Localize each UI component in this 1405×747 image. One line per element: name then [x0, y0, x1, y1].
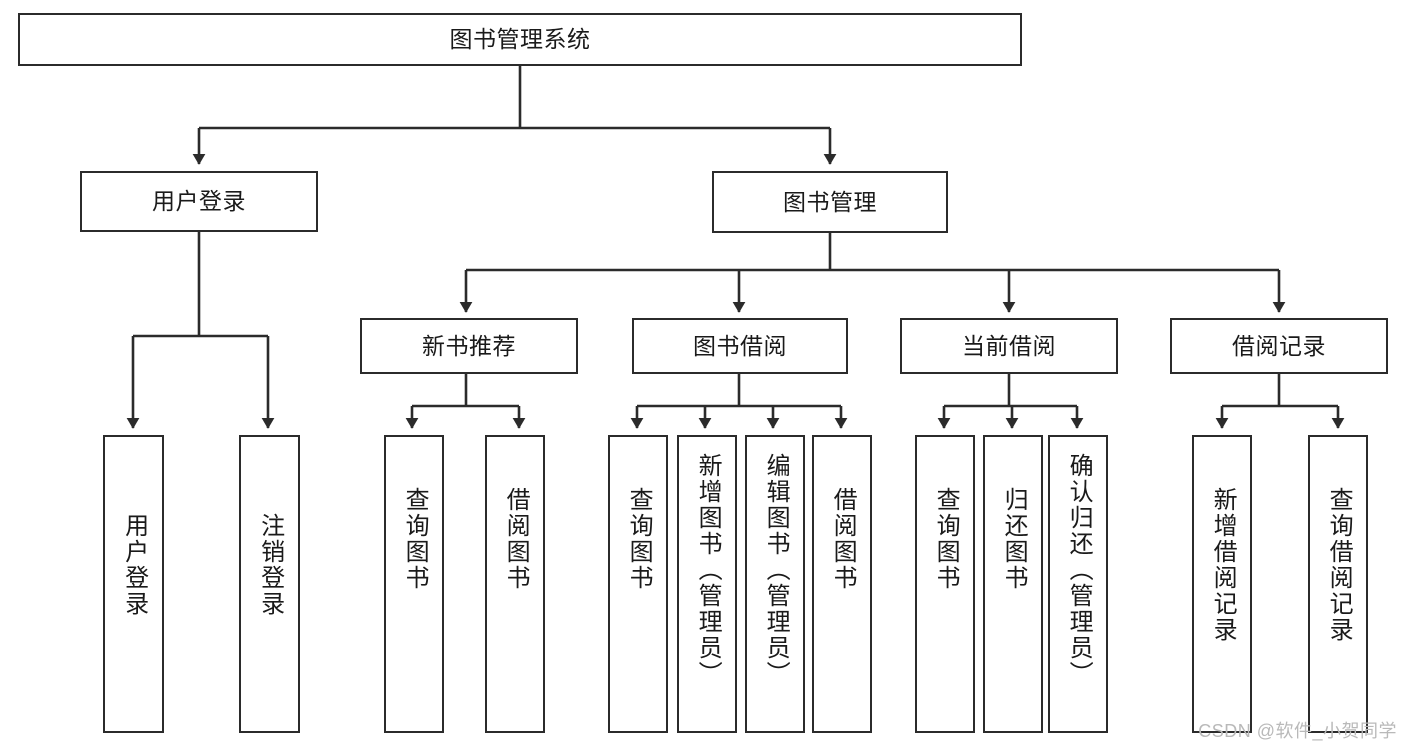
node-leaf-return-book-label: 归还图书: [1000, 487, 1028, 591]
node-new-book-recommend[interactable]: 新书推荐: [360, 318, 578, 374]
node-leaf-query-record-label: 查询借阅记录: [1325, 487, 1353, 643]
node-leaf-query-book-2-label: 查询图书: [625, 487, 653, 591]
node-leaf-edit-book-label: 编辑图书（管理员）: [762, 453, 790, 687]
node-leaf-add-book-label: 新增图书（管理员）: [694, 453, 722, 687]
node-user-login-label: 用户登录: [152, 188, 246, 215]
node-leaf-user-login[interactable]: 用户登录: [103, 435, 164, 733]
node-borrow-record-label: 借阅记录: [1232, 332, 1326, 359]
node-leaf-add-record-label: 新增借阅记录: [1209, 487, 1237, 643]
node-leaf-return-book[interactable]: 归还图书: [983, 435, 1043, 733]
node-root[interactable]: 图书管理系统: [18, 13, 1022, 66]
node-leaf-logout[interactable]: 注销登录: [239, 435, 300, 733]
node-leaf-query-record[interactable]: 查询借阅记录: [1308, 435, 1368, 733]
node-leaf-confirm-return[interactable]: 确认归还（管理员）: [1048, 435, 1108, 733]
node-book-management-label: 图书管理: [783, 188, 877, 215]
node-leaf-confirm-return-label: 确认归还（管理员）: [1065, 453, 1093, 687]
node-leaf-borrow-book-2[interactable]: 借阅图书: [812, 435, 872, 733]
node-leaf-add-record[interactable]: 新增借阅记录: [1192, 435, 1252, 733]
node-book-borrow[interactable]: 图书借阅: [632, 318, 848, 374]
node-root-label: 图书管理系统: [449, 26, 591, 53]
node-leaf-borrow-book-1-label: 借阅图书: [502, 487, 530, 591]
node-leaf-query-book-3[interactable]: 查询图书: [915, 435, 975, 733]
node-current-borrow-label: 当前借阅: [962, 332, 1056, 359]
node-current-borrow[interactable]: 当前借阅: [900, 318, 1118, 374]
node-borrow-record[interactable]: 借阅记录: [1170, 318, 1388, 374]
node-leaf-logout-label: 注销登录: [256, 513, 284, 617]
node-book-borrow-label: 图书借阅: [693, 332, 787, 359]
node-new-book-recommend-label: 新书推荐: [422, 332, 516, 359]
node-user-login[interactable]: 用户登录: [80, 171, 318, 232]
watermark-text: CSDN @软件_小贺同学: [1198, 721, 1397, 741]
node-leaf-borrow-book-1[interactable]: 借阅图书: [485, 435, 545, 733]
node-leaf-query-book-1[interactable]: 查询图书: [384, 435, 444, 733]
node-leaf-query-book-1-label: 查询图书: [401, 487, 429, 591]
node-leaf-edit-book[interactable]: 编辑图书（管理员）: [745, 435, 805, 733]
node-book-management[interactable]: 图书管理: [712, 171, 948, 233]
node-leaf-borrow-book-2-label: 借阅图书: [829, 487, 857, 591]
node-leaf-add-book[interactable]: 新增图书（管理员）: [677, 435, 737, 733]
node-leaf-query-book-3-label: 查询图书: [932, 487, 960, 591]
node-leaf-user-login-label: 用户登录: [120, 513, 148, 617]
node-leaf-query-book-2[interactable]: 查询图书: [608, 435, 668, 733]
